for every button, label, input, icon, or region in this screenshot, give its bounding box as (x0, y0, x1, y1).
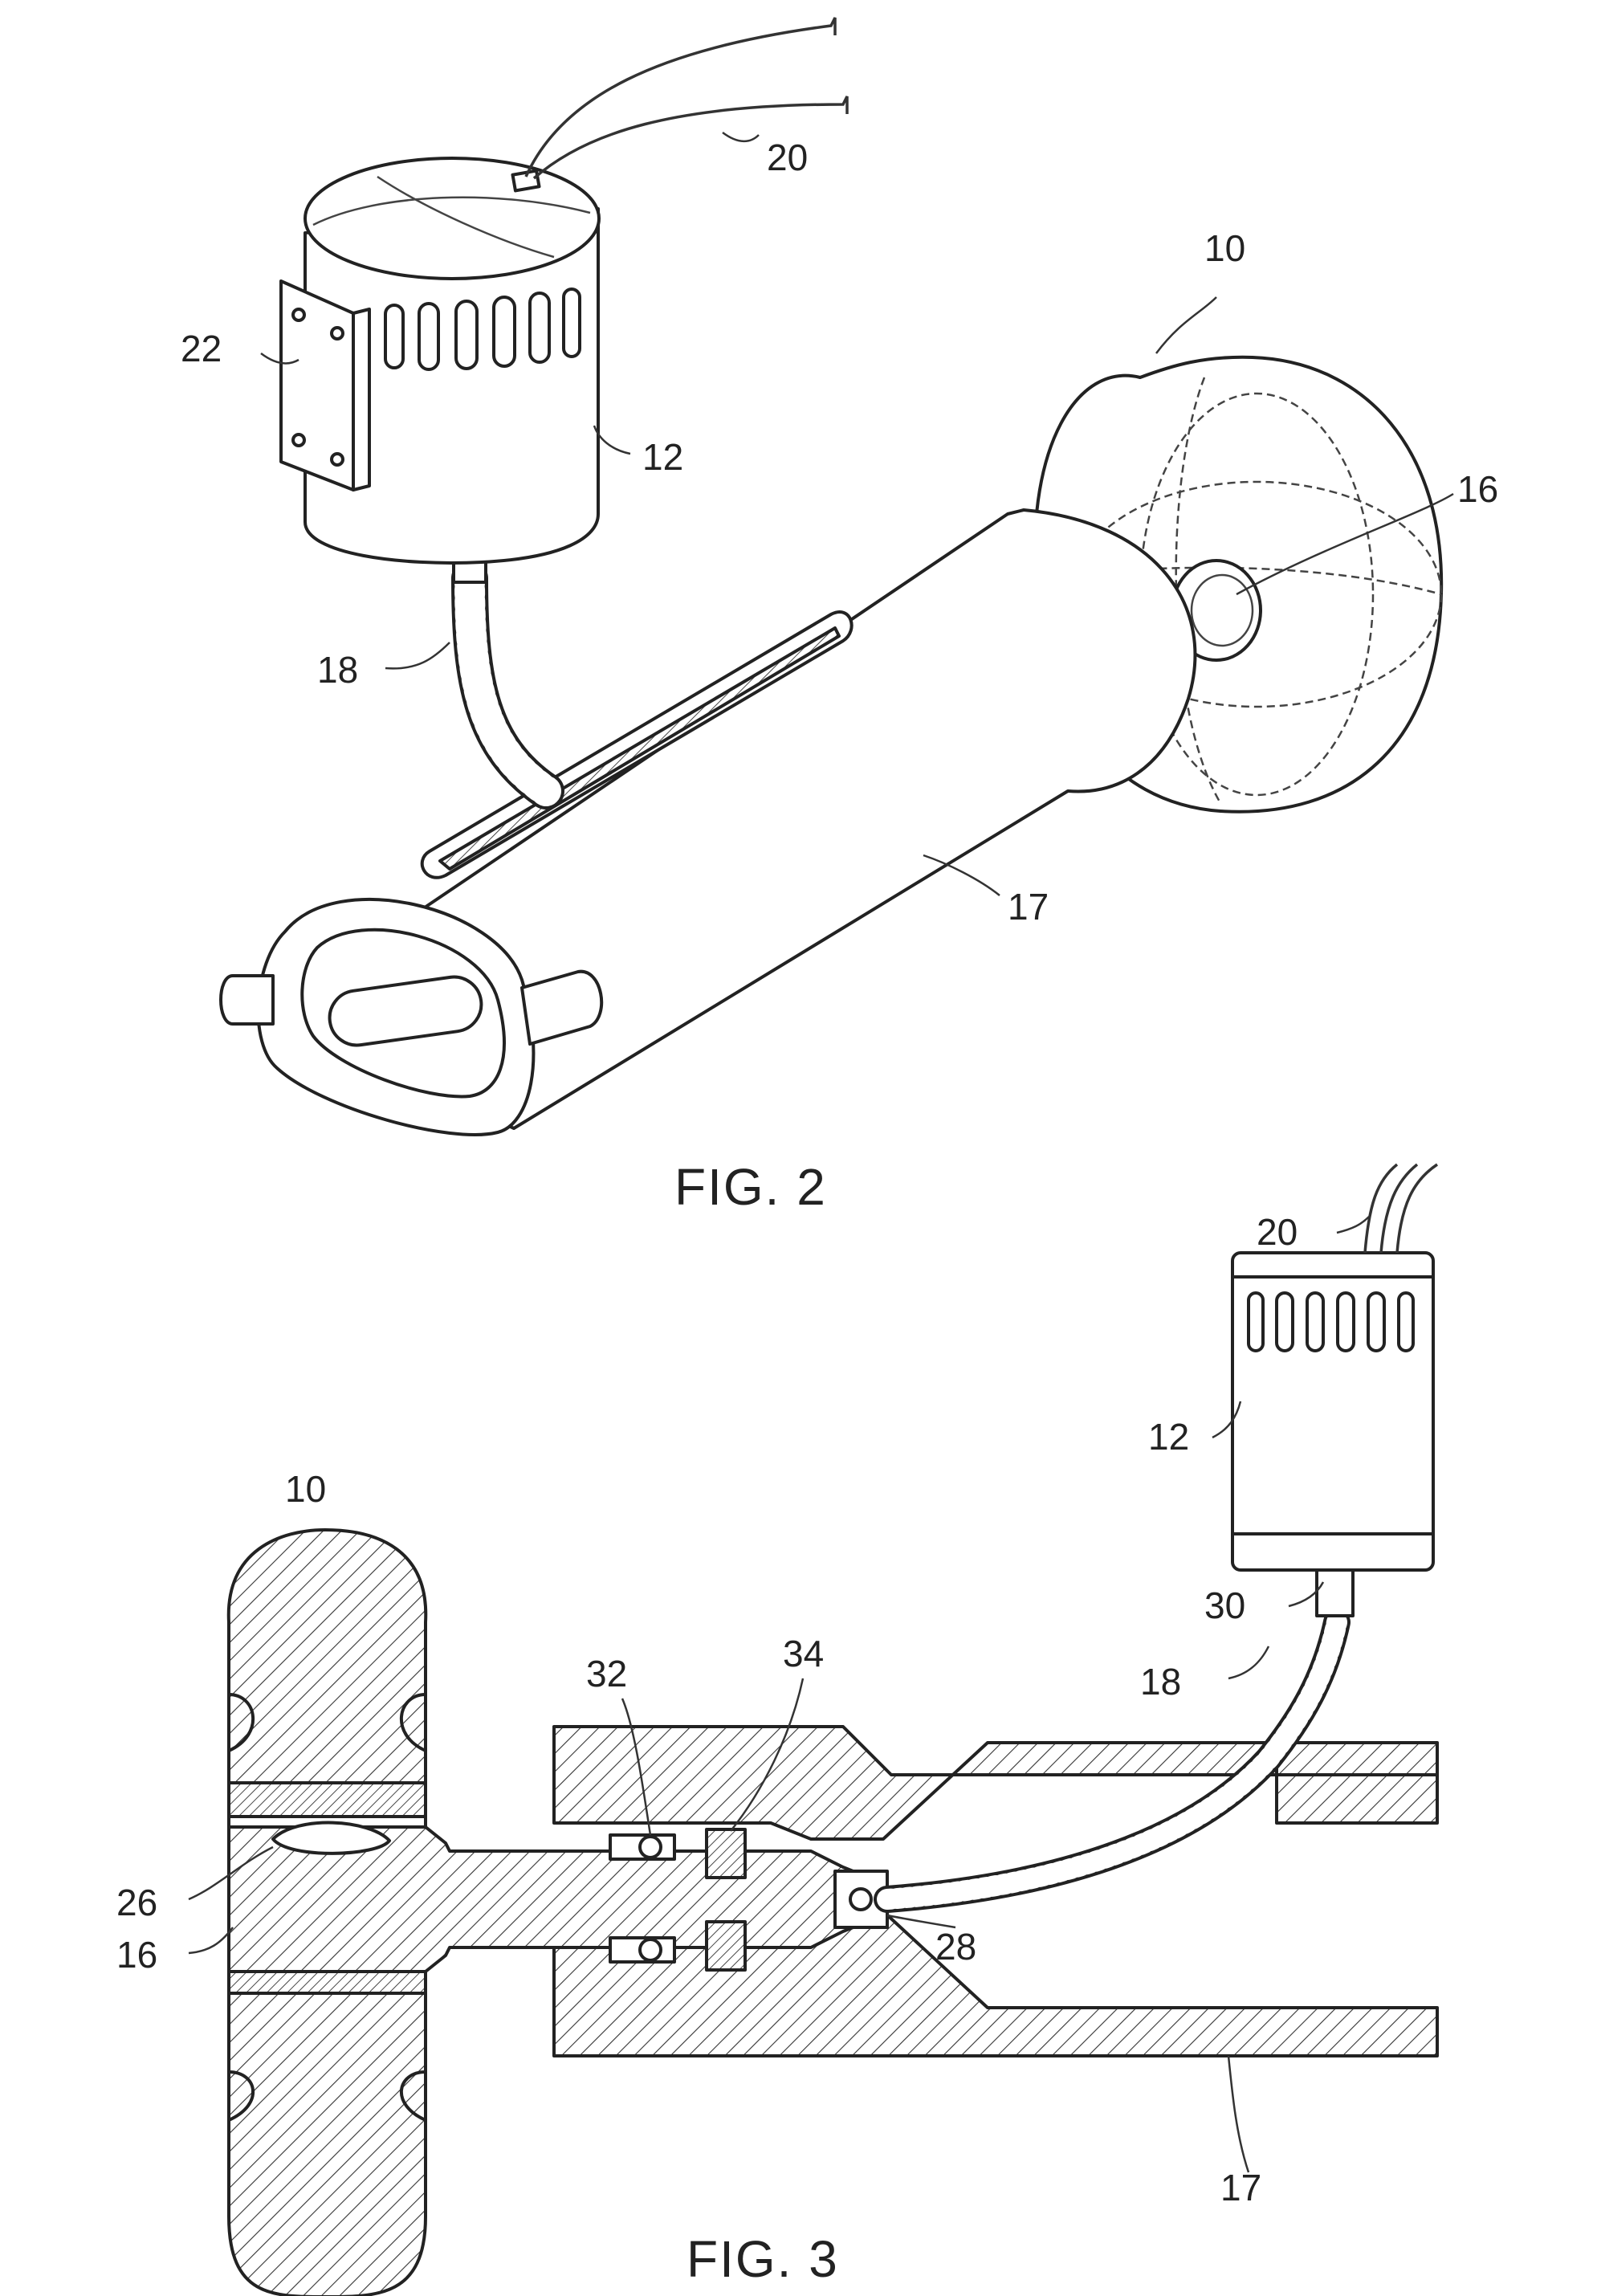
label-fig2-17: 17 (1008, 886, 1049, 928)
label-fig2-22: 22 (181, 328, 222, 369)
caption-fig2: FIG. 2 (674, 1158, 827, 1216)
label-fig3-10: 10 (285, 1468, 326, 1510)
label-fig3-20: 20 (1257, 1211, 1298, 1253)
label-fig3-28: 28 (935, 1926, 976, 1968)
motor-12-perspective (281, 158, 599, 563)
figure-3: 20 12 30 18 10 32 34 26 16 28 17 FIG. 3 (116, 1164, 1437, 2296)
flex-shaft-18-section (887, 1566, 1353, 1899)
label-fig2-20: 20 (767, 137, 808, 178)
flex-shaft-18-perspective (454, 538, 546, 791)
label-fig2-16: 16 (1457, 468, 1498, 510)
label-fig3-30: 30 (1204, 1584, 1245, 1626)
label-fig3-18: 18 (1140, 1661, 1181, 1703)
label-fig3-26: 26 (116, 1882, 157, 1923)
label-fig3-17: 17 (1220, 2167, 1261, 2208)
label-fig3-16: 16 (116, 1934, 157, 1976)
caption-fig3: FIG. 3 (686, 2230, 839, 2288)
label-fig3-12: 12 (1148, 1416, 1189, 1458)
label-fig2-10: 10 (1204, 227, 1245, 269)
figure-2: 20 22 12 18 10 16 17 FIG. 2 (181, 18, 1498, 1216)
label-fig2-12: 12 (642, 436, 683, 478)
label-fig2-18: 18 (317, 649, 358, 691)
housing-17-perspective (221, 510, 1195, 1135)
label-fig3-34: 34 (783, 1633, 824, 1674)
motor-12-section (1232, 1253, 1433, 1570)
label-fig3-32: 32 (586, 1653, 627, 1694)
